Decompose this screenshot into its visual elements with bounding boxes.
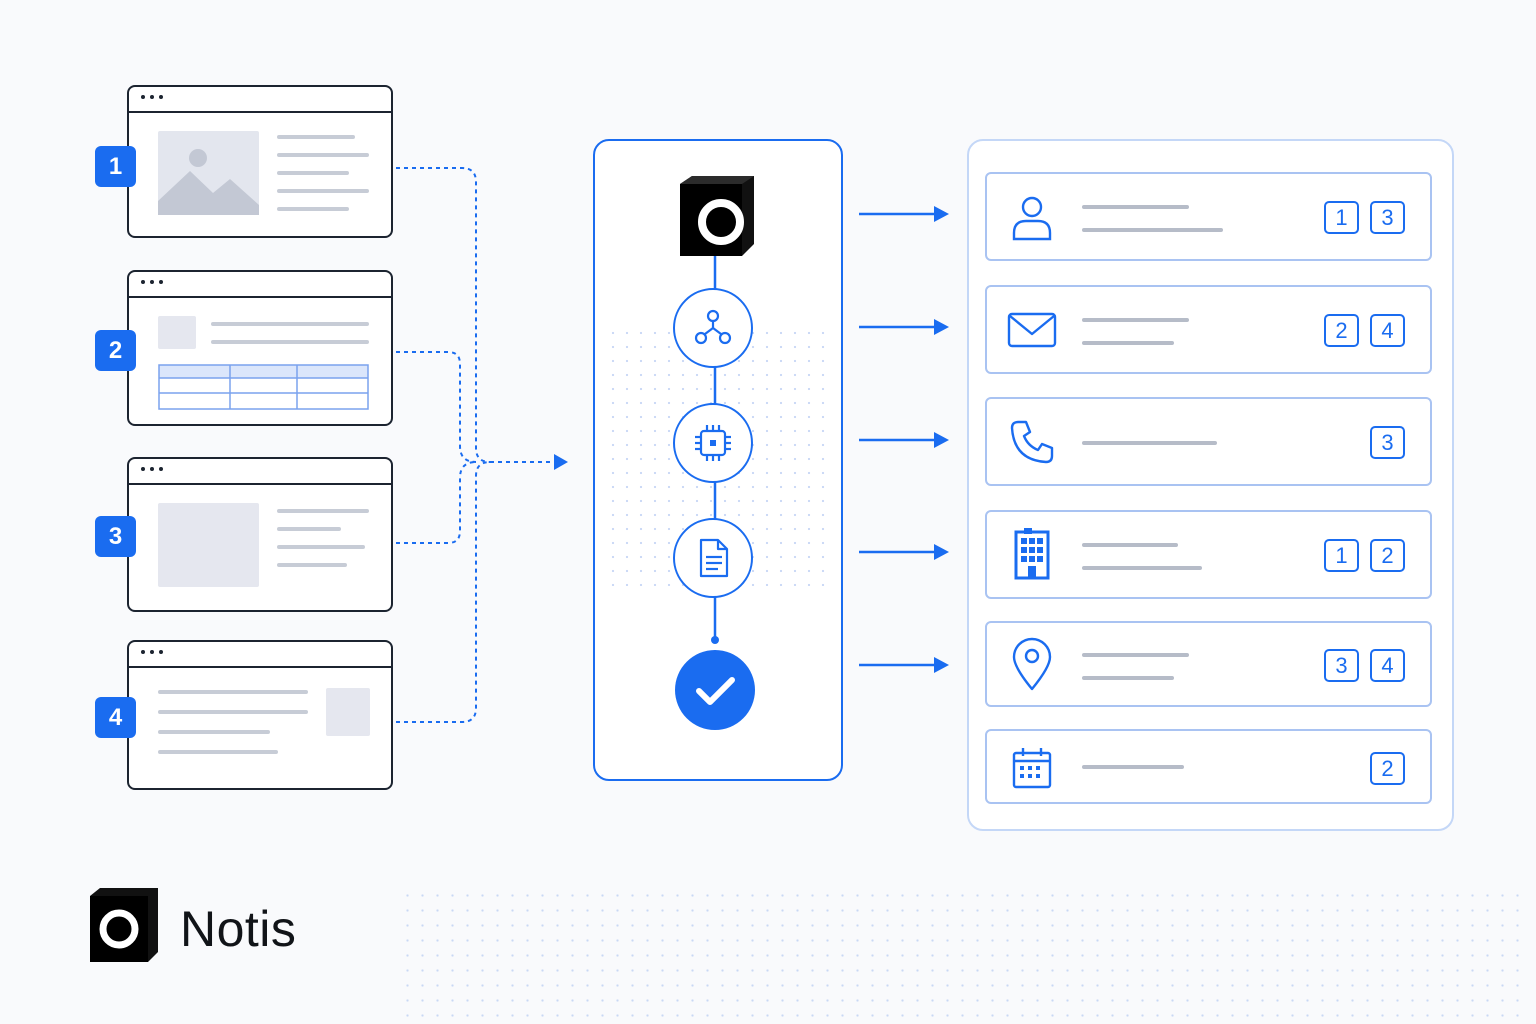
source-tag: 2 [1370, 752, 1405, 785]
field-row-address: 3 4 [985, 621, 1432, 707]
connector-doc-3 [396, 461, 477, 544]
source-tag: 3 [1370, 426, 1405, 459]
building-icon [1014, 528, 1050, 580]
window-titlebar [129, 642, 391, 668]
source-tag: 2 [1324, 314, 1359, 347]
field-row-company: 1 2 [985, 510, 1432, 599]
location-pin-icon [1012, 637, 1052, 691]
logo-icon [680, 176, 754, 256]
connector-doc-4 [396, 461, 491, 723]
user-icon [1012, 196, 1052, 241]
data-table [158, 364, 369, 410]
window-titlebar [129, 272, 391, 298]
footer-dot-texture [400, 888, 1520, 1024]
merge-arrowhead [554, 454, 568, 470]
calendar-icon [1012, 748, 1052, 789]
step-processor [673, 403, 753, 483]
window-titlebar [129, 87, 391, 113]
arrowhead-1 [934, 206, 949, 222]
connector-doc-2 [396, 351, 477, 463]
block-placeholder [158, 503, 259, 587]
check-circle-icon [675, 650, 755, 730]
arrowhead-2 [934, 319, 949, 335]
image-placeholder [158, 131, 259, 215]
image-icon [158, 149, 259, 215]
cpu-chip-icon [695, 425, 731, 461]
arrowhead-5 [934, 657, 949, 673]
thumbnail-placeholder [326, 688, 370, 736]
source-document-2 [127, 270, 393, 426]
source-tag: 4 [1370, 314, 1405, 347]
field-row-phone: 3 [985, 397, 1432, 486]
source-tag: 3 [1370, 201, 1405, 234]
field-row-date: 2 [985, 729, 1432, 804]
source-badge-4: 4 [95, 697, 136, 738]
source-tag: 1 [1324, 201, 1359, 234]
source-document-1 [127, 85, 393, 238]
source-badge-3: 3 [95, 516, 136, 557]
step-network [673, 288, 753, 368]
step-document [673, 518, 753, 598]
window-titlebar [129, 459, 391, 485]
source-badge-1: 1 [95, 146, 136, 187]
field-row-person: 1 3 [985, 172, 1432, 261]
mail-icon [1007, 312, 1057, 348]
network-nodes-icon [694, 309, 732, 345]
source-tag: 4 [1370, 649, 1405, 682]
source-tag: 2 [1370, 539, 1405, 572]
source-tag: 3 [1324, 649, 1359, 682]
phone-icon [1010, 420, 1054, 464]
connector-doc-1 [396, 167, 491, 463]
brand-logo-icon [90, 888, 158, 962]
arrowhead-4 [934, 544, 949, 560]
brand-name: Notis [180, 901, 297, 957]
field-row-email: 2 4 [985, 285, 1432, 374]
document-icon [699, 538, 729, 578]
source-badge-2: 2 [95, 330, 136, 371]
source-document-4 [127, 640, 393, 790]
source-document-3 [127, 457, 393, 612]
source-tag: 1 [1324, 539, 1359, 572]
arrowhead-3 [934, 432, 949, 448]
